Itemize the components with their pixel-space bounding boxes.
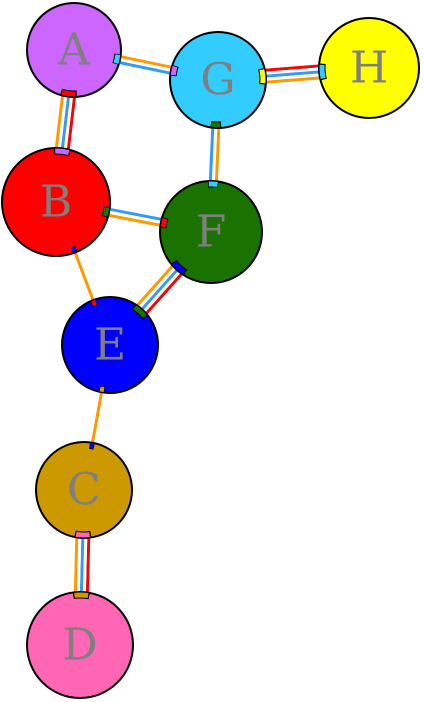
node-C: C: [35, 441, 133, 539]
port-F-to-B: [159, 216, 169, 229]
port-B-to-E: [70, 245, 78, 254]
port-fill: [170, 65, 178, 76]
port-C-to-D: [74, 530, 92, 539]
port-H-to-G: [318, 63, 327, 81]
port-fill: [91, 299, 97, 306]
node-label: F: [196, 207, 227, 258]
node-label: H: [350, 43, 388, 94]
port-C-to-E: [89, 441, 96, 450]
port-fill: [99, 386, 105, 393]
node-circle: [61, 296, 159, 394]
port-A-to-B: [60, 88, 77, 98]
node-label: D: [62, 620, 97, 671]
port-fill: [89, 442, 95, 449]
port-G-to-A: [169, 64, 179, 77]
port-fill: [259, 69, 266, 84]
port-fill: [61, 89, 76, 97]
port-fill: [319, 64, 326, 79]
node-label: C: [67, 465, 101, 516]
node-E: E: [61, 296, 159, 394]
node-label: G: [200, 55, 235, 106]
port-fill: [75, 531, 90, 538]
port-fill: [113, 54, 121, 64]
port-F-to-G: [207, 180, 219, 189]
port-fill: [172, 261, 186, 275]
node-F: F: [159, 180, 263, 284]
port-fill: [160, 217, 168, 228]
port-B-to-A: [53, 147, 71, 157]
port-E-to-F: [131, 303, 149, 320]
node-D: D: [26, 591, 134, 699]
node-label: A: [57, 25, 91, 76]
port-B-to-F: [101, 206, 111, 218]
node-label: B: [40, 177, 72, 228]
node-H: H: [318, 17, 420, 119]
port-D-to-C: [72, 591, 90, 600]
port-E-to-C: [98, 385, 105, 394]
node-A: A: [26, 2, 122, 98]
node-label: E: [94, 320, 126, 371]
node-B: B: [1, 147, 111, 257]
port-fill: [133, 305, 147, 318]
node-G: G: [169, 31, 267, 129]
port-fill: [71, 246, 77, 253]
port-A-to-G: [112, 53, 122, 66]
port-fill: [102, 207, 110, 217]
port-G-to-F: [210, 120, 222, 129]
port-F-to-E: [170, 259, 188, 276]
port-fill: [74, 592, 89, 599]
port-G-to-H: [258, 67, 267, 85]
port-fill: [55, 148, 70, 156]
port-E-to-B: [90, 298, 98, 308]
